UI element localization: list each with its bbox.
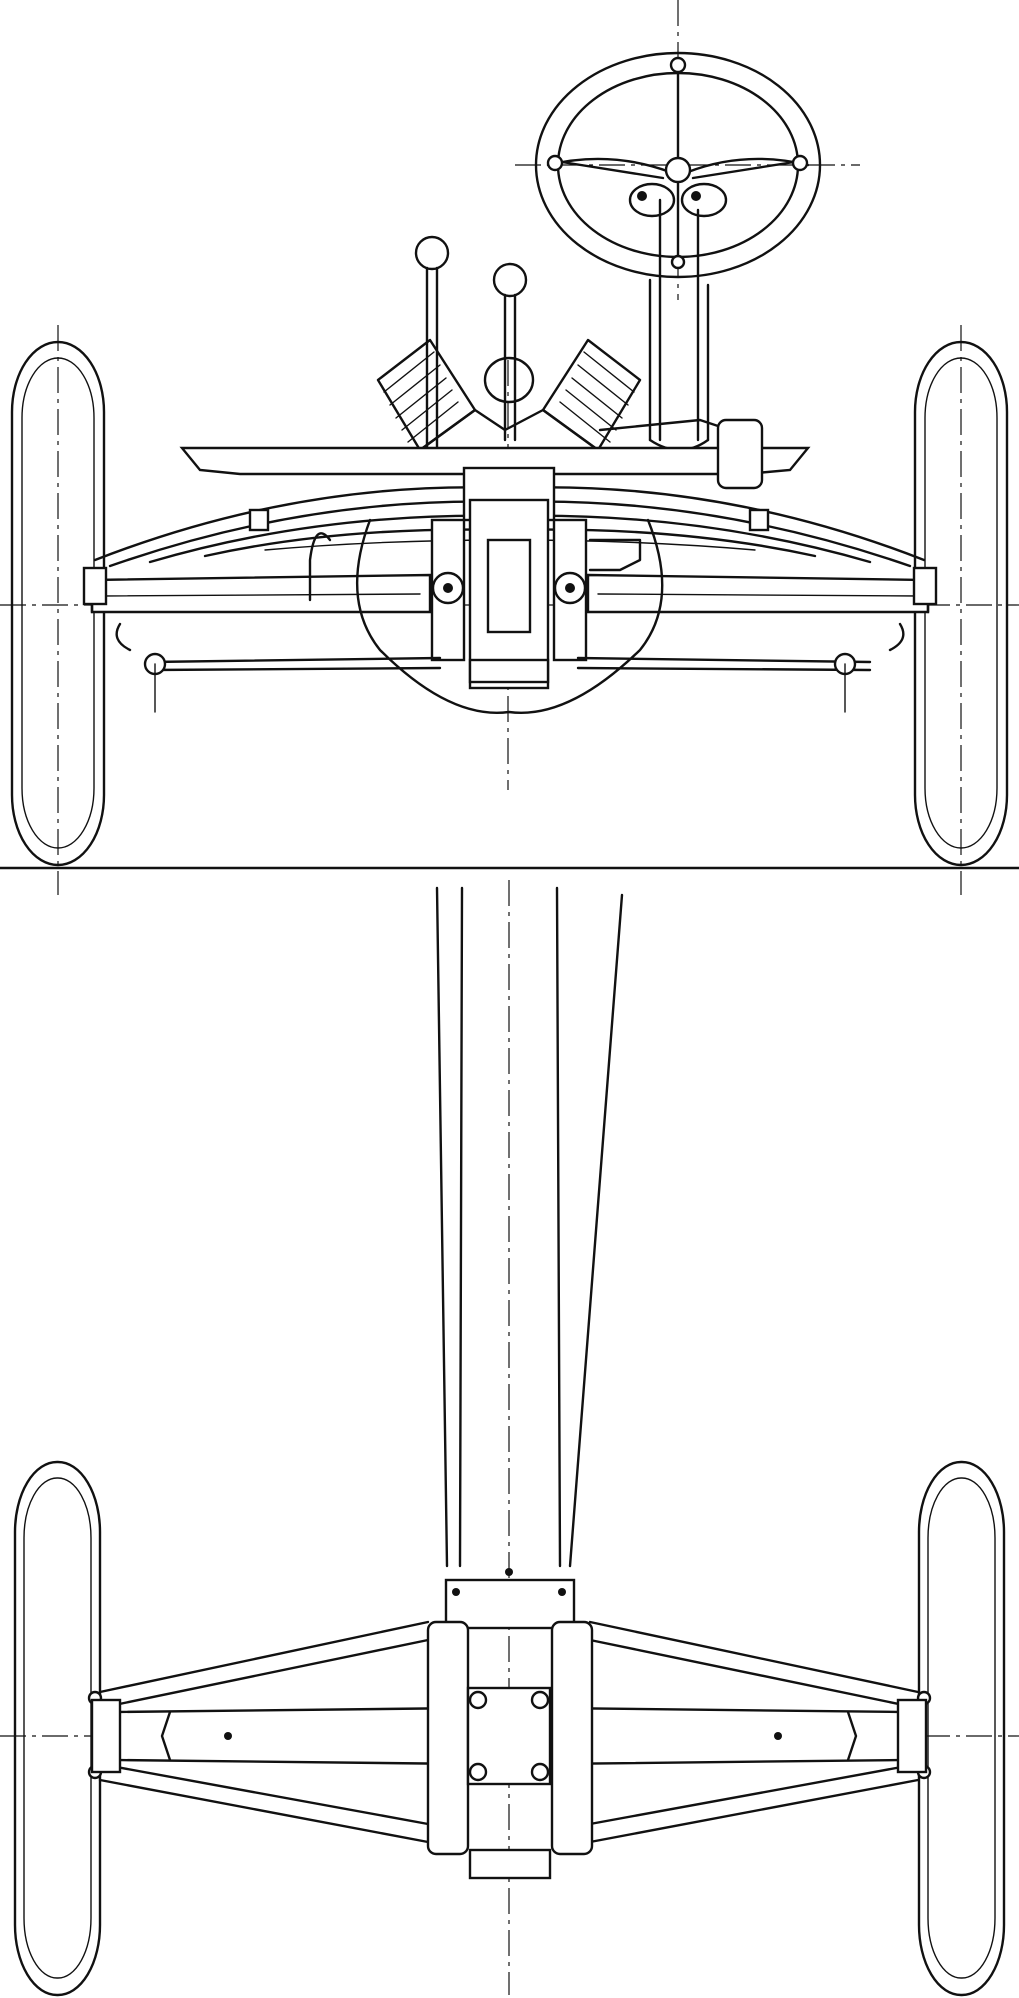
rear-differential xyxy=(426,1568,594,1880)
steering-wheel xyxy=(534,51,822,279)
plan-view xyxy=(0,880,1019,1997)
front-elevation-view xyxy=(0,0,1019,895)
front-left-wheel xyxy=(10,325,106,895)
propeller-tube xyxy=(435,880,624,1995)
front-axle-beam xyxy=(82,566,938,614)
central-housing xyxy=(308,466,664,714)
steering-column xyxy=(648,198,710,452)
floor-board xyxy=(179,418,811,490)
rear-axle-housing xyxy=(90,1698,928,1774)
rear-right-wheel xyxy=(917,1460,1006,1997)
rear-left-wheel xyxy=(13,1460,102,1997)
tie-rod xyxy=(115,622,905,713)
v-engine xyxy=(376,338,642,452)
control-levers xyxy=(414,235,528,452)
